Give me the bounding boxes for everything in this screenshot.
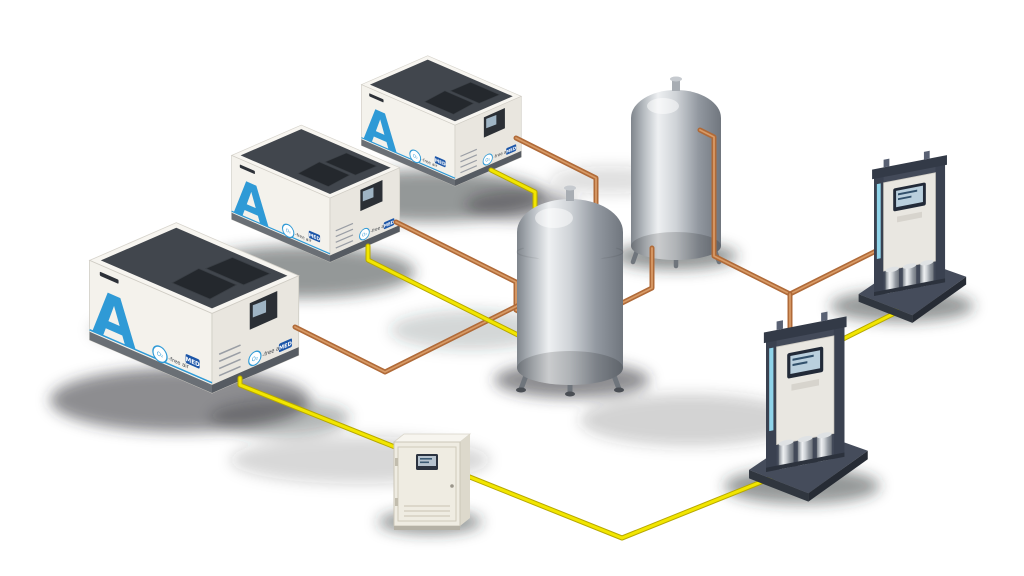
sight-tube-icon	[876, 183, 881, 259]
control-display-screen	[486, 115, 497, 129]
tank-bottom-cap	[517, 351, 623, 385]
right-plinth	[330, 225, 400, 262]
left-plinth	[361, 139, 455, 186]
dryer-right-column	[935, 163, 946, 285]
control-display-screen	[362, 187, 374, 202]
central-control-cabinet	[392, 433, 472, 530]
svg-text:MED: MED	[435, 157, 446, 168]
svg-text:O₂: O₂	[252, 355, 258, 364]
desiccant-dryer-1	[858, 150, 967, 323]
svg-text:O₂: O₂	[157, 351, 163, 360]
cabinet-side-face	[460, 434, 470, 526]
tank-nozzle-cap	[564, 185, 576, 191]
side-vent-grille	[335, 222, 354, 249]
dryer-base-side	[808, 450, 868, 502]
tank-top-nozzle	[566, 188, 574, 201]
roof-vent-grilles	[423, 81, 501, 115]
svg-text:O₂: O₂	[413, 153, 418, 161]
med-badge: MED	[308, 230, 321, 243]
cabinet-top-face	[392, 433, 472, 443]
dryer-top-pipe	[776, 320, 783, 331]
dryer-label-strip	[897, 211, 923, 223]
brand-mark-icon	[239, 164, 255, 174]
left-accent-stripe	[89, 329, 213, 384]
compressor-roof-lid	[369, 59, 513, 122]
med-badge-right: MED	[278, 338, 292, 353]
dryer-top-cap	[872, 155, 947, 180]
dryer-top-pipe	[883, 158, 890, 168]
left-accent-stripe	[361, 137, 456, 179]
dryer-base-front	[749, 469, 809, 502]
svg-text:MED: MED	[384, 219, 395, 230]
left-plinth	[89, 331, 212, 393]
cable-core	[366, 244, 520, 337]
dryer-bottom-rail	[874, 278, 946, 296]
compressor-roof-lid	[100, 227, 288, 309]
svg-text:O₂: O₂	[286, 227, 291, 235]
sight-tube-icon	[769, 347, 774, 432]
med-badge-right: MED	[383, 218, 395, 230]
air-receiver-tank-2	[630, 76, 722, 269]
brand-mark-icon	[369, 93, 384, 103]
cabinet-vent-slots	[404, 505, 450, 517]
svg-text:MED: MED	[279, 341, 292, 353]
svg-text:MED: MED	[309, 232, 320, 243]
side-vent-grille	[218, 344, 241, 377]
tank-dome-highlight	[647, 98, 679, 114]
desiccant-dryer-2	[749, 311, 868, 502]
cabinet-base	[394, 526, 460, 530]
svg-text:O₂: O₂	[362, 231, 367, 239]
right-plinth	[212, 347, 299, 393]
cabinet-door-frame	[397, 446, 457, 522]
right-plinth	[455, 150, 522, 186]
air-receiver-tank-1	[516, 185, 624, 397]
copper-sheen	[699, 129, 881, 295]
cabinet-hinges	[395, 458, 398, 506]
dryer-right-column	[833, 325, 845, 459]
left-plinth	[231, 212, 330, 262]
dryer-top-cap	[763, 316, 847, 344]
med-badge: MED	[435, 156, 446, 168]
roof-vent-grilles	[171, 256, 272, 300]
copper-sheen	[611, 247, 653, 309]
tank-feet	[516, 387, 624, 397]
med-badge-right: MED	[506, 144, 516, 155]
tank-bottom-shade	[517, 351, 623, 385]
tank-dome	[631, 90, 721, 146]
dryer-display-text-lines	[792, 354, 814, 367]
dryer-top-pipe	[821, 311, 828, 322]
compressor-3: A O₂ -free air MED O₂ -free air MED	[88, 222, 300, 394]
cabinet-display-screen	[418, 456, 436, 466]
compressor-2: A O₂ -free air MED O₂ -free air MED	[230, 124, 401, 263]
dryer-base-front	[858, 294, 913, 323]
side-vent-grille	[460, 148, 478, 174]
dryer-bottom-rail	[766, 452, 845, 472]
compressor-roof-lid	[240, 129, 391, 194]
svg-text:MED: MED	[506, 145, 516, 155]
dryer-display-text-lines	[898, 189, 918, 201]
tank-dome-highlight	[535, 208, 573, 228]
dryer-filter-canisters	[778, 432, 832, 470]
dryer-filter-canisters	[885, 259, 934, 294]
svg-text:O₂: O₂	[485, 156, 490, 164]
copper-pipe-to-dryer1	[697, 127, 883, 297]
copper-sheen	[294, 301, 526, 373]
tank-top-nozzle	[672, 79, 680, 91]
roof-vent-grilles	[297, 152, 378, 187]
compressor-1: A O₂ -free air MED O₂ -free air MED	[360, 55, 523, 187]
dryer-base-side	[912, 276, 967, 323]
cabinet-latch	[450, 484, 454, 488]
dryer-top-pipe	[923, 150, 930, 160]
tank-dome	[517, 199, 623, 265]
tank-nozzle-cap	[670, 76, 682, 82]
tank-bottom-shade	[631, 232, 721, 260]
control-display-screen	[252, 300, 267, 318]
brand-mark-icon	[99, 271, 119, 284]
left-accent-stripe	[231, 210, 331, 255]
dryer-label-strip	[791, 379, 819, 391]
cabinet-display-text-lines	[420, 458, 432, 464]
